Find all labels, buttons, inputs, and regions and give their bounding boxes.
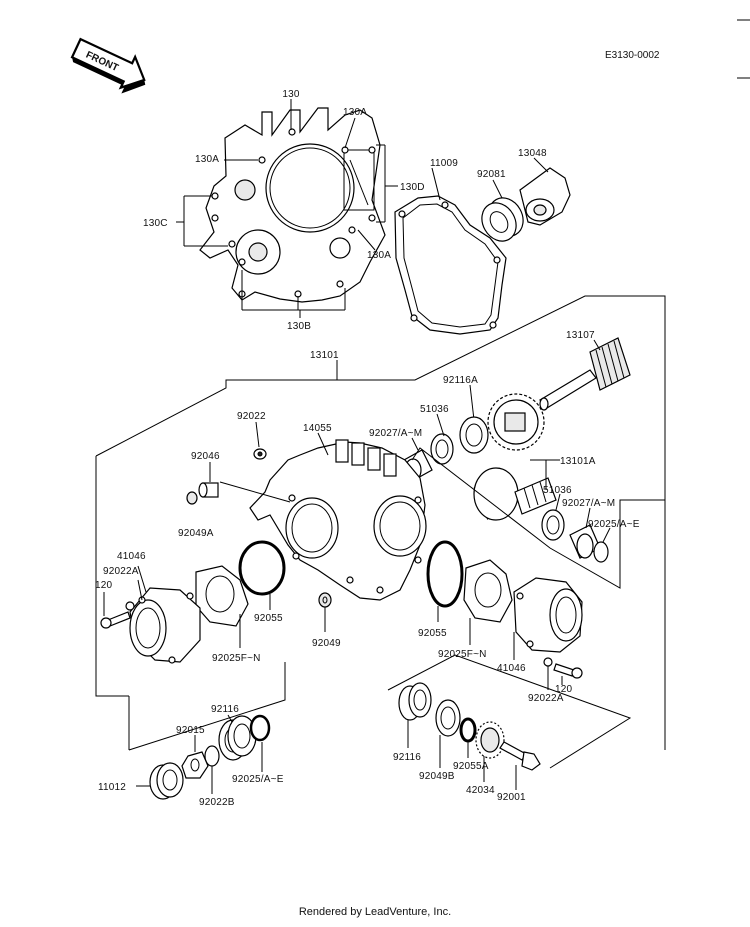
seal-part bbox=[435, 699, 461, 737]
label-92001: 92001 bbox=[497, 792, 526, 803]
label-51036-top: 51036 bbox=[420, 404, 449, 415]
washer-part bbox=[125, 601, 135, 611]
label-92022B: 92022B bbox=[199, 797, 235, 808]
shim-plate-part bbox=[463, 559, 513, 623]
label-92055-right: 92055 bbox=[418, 628, 447, 639]
part-labels: 130 130A 130A 130D 130C 130A 130B 11009 … bbox=[95, 89, 640, 808]
ring-gear-part bbox=[487, 393, 545, 451]
label-120-left: 120 bbox=[95, 580, 113, 591]
shim-plate-part bbox=[195, 565, 249, 627]
oring-part bbox=[238, 540, 286, 596]
label-13101A: 13101A bbox=[560, 456, 596, 467]
label-14055: 14055 bbox=[303, 423, 332, 434]
leader-line bbox=[431, 167, 441, 201]
label-120-right: 120 bbox=[555, 684, 573, 695]
label-92025AE-bottom: 92025/A~E bbox=[232, 774, 284, 785]
front-arrow-icon: FRONT bbox=[70, 37, 146, 94]
leader-line bbox=[533, 157, 549, 173]
pinion-gear-part bbox=[473, 467, 557, 521]
washer-part bbox=[543, 657, 553, 667]
label-92116-right: 92116 bbox=[393, 752, 421, 763]
leader-line bbox=[411, 447, 665, 589]
label-92022: 92022 bbox=[237, 411, 266, 422]
label-92022A-left: 92022A bbox=[103, 566, 139, 577]
bearing-housing-part bbox=[513, 577, 583, 653]
group-outline bbox=[128, 662, 286, 751]
label-41046-left: 41046 bbox=[117, 551, 146, 562]
coupling-part bbox=[519, 167, 571, 226]
seal-part bbox=[430, 433, 454, 465]
label-13048: 13048 bbox=[518, 148, 547, 159]
label-130C: 130C bbox=[143, 218, 168, 229]
label-92055-left: 92055 bbox=[254, 613, 283, 624]
label-92116A: 92116A bbox=[443, 375, 478, 386]
label-92015: 92015 bbox=[176, 725, 205, 736]
label-130A-lower: 130A bbox=[367, 250, 391, 261]
label-92055A: 92055A bbox=[453, 761, 489, 772]
leader-line bbox=[492, 179, 503, 199]
cap-part bbox=[149, 762, 184, 800]
oring-part bbox=[459, 717, 477, 743]
label-92027AM-right: 92027/A~M bbox=[562, 498, 615, 509]
label-130A-left: 130A bbox=[195, 154, 219, 165]
label-11012: 11012 bbox=[98, 782, 126, 793]
label-51036-right: 51036 bbox=[543, 485, 572, 496]
nut-part bbox=[181, 751, 209, 779]
crankcase-part bbox=[199, 107, 386, 303]
label-42034: 42034 bbox=[466, 785, 495, 796]
label-13101: 13101 bbox=[310, 350, 339, 361]
label-130: 130 bbox=[282, 89, 300, 100]
label-92022A-right: 92022A bbox=[528, 693, 564, 704]
label-92081: 92081 bbox=[477, 169, 506, 180]
leader-line bbox=[219, 481, 291, 503]
label-92049B: 92049B bbox=[419, 771, 455, 782]
bearing-housing-part bbox=[129, 587, 201, 664]
label-92049: 92049 bbox=[312, 638, 341, 649]
group-outline bbox=[387, 654, 632, 769]
bushing-part bbox=[198, 482, 219, 498]
label-92046: 92046 bbox=[191, 451, 220, 462]
label-13107: 13107 bbox=[566, 330, 595, 341]
oring-part bbox=[426, 540, 464, 608]
diagram-code: E3130-0002 bbox=[605, 50, 660, 61]
label-92025FN-right: 92025F~N bbox=[438, 649, 487, 660]
bearing-part bbox=[459, 416, 489, 454]
bolt-part bbox=[553, 663, 583, 679]
label-130D: 130D bbox=[400, 182, 425, 193]
label-92025FN-left: 92025F~N bbox=[212, 653, 261, 664]
oring-part bbox=[186, 491, 198, 505]
cap-part bbox=[253, 448, 267, 460]
bolt-part bbox=[499, 741, 541, 771]
label-92025AE-right: 92025/A~E bbox=[588, 519, 640, 530]
label-130A-top: 130A bbox=[343, 107, 367, 118]
seal-part bbox=[541, 509, 565, 541]
bearing-part bbox=[218, 715, 257, 761]
gasket-part bbox=[394, 195, 507, 335]
gear-case-part bbox=[249, 439, 427, 601]
label-11009: 11009 bbox=[430, 158, 458, 169]
gear-part bbox=[475, 721, 505, 759]
label-92049A: 92049A bbox=[178, 528, 214, 539]
label-92027AM-top: 92027/A~M bbox=[369, 428, 422, 439]
bearing-part bbox=[398, 682, 432, 721]
label-130B: 130B bbox=[287, 321, 311, 332]
seal-part bbox=[318, 592, 332, 608]
pinion-shaft-part bbox=[539, 337, 631, 411]
oil-seal-part bbox=[481, 197, 524, 242]
leader-lines-crankcase bbox=[176, 99, 398, 318]
spacer-part bbox=[569, 524, 609, 563]
bolt-part bbox=[100, 611, 131, 629]
label-41046-right: 41046 bbox=[497, 663, 526, 674]
shim-part bbox=[249, 714, 271, 742]
label-92116-left: 92116 bbox=[211, 704, 239, 715]
assembly-outline bbox=[95, 295, 666, 750]
footer-credit: Rendered by LeadVenture, Inc. bbox=[298, 906, 452, 918]
assembly-outline bbox=[95, 456, 129, 697]
